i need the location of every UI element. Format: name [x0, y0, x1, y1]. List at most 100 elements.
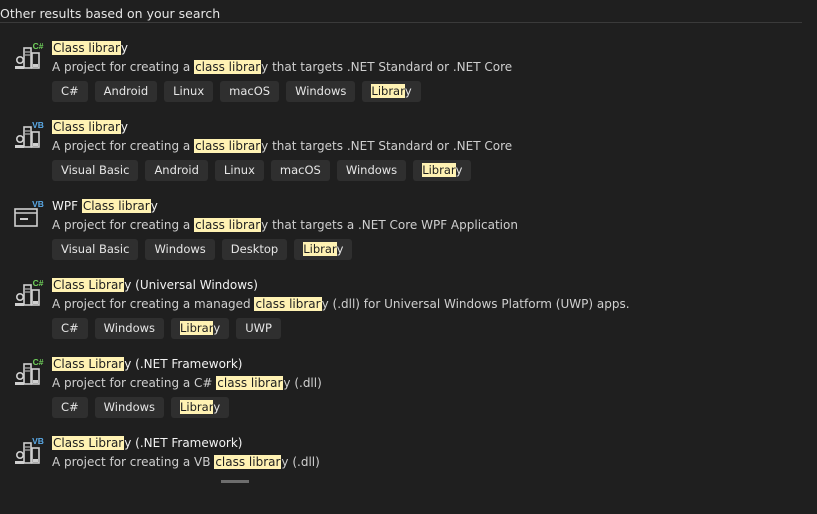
language-badge: C# [33, 279, 44, 288]
search-results-header: Other results based on your search [0, 0, 802, 23]
result-description-text: y (.dll) for Universal Windows Platform … [321, 297, 630, 311]
tag: Desktop [221, 239, 288, 260]
result-description-highlight: class librar [214, 455, 282, 469]
tag-library-highlight: Librar [180, 321, 214, 335]
tag: macOS [270, 160, 330, 181]
result-description-highlight: class librar [194, 139, 262, 153]
result-description-text: A project for creating a [52, 60, 195, 74]
tag-library-text: y [404, 84, 412, 98]
result-title[interactable]: Class library [52, 120, 128, 134]
tag: Visual Basic [52, 160, 139, 181]
class-library-icon: C# [13, 278, 45, 311]
result-item[interactable]: C# Class Library (.NET Framework) A projec… [0, 356, 817, 435]
class-library-icon: C# [13, 41, 45, 74]
result-title[interactable]: Class Library (.NET Framework) [52, 357, 242, 371]
result-description: A project for creating a class library t… [52, 139, 512, 153]
result-description-text: A project for creating a C# [52, 376, 217, 390]
tag-library-highlight: Librar [303, 242, 337, 256]
tag: Android [94, 81, 158, 102]
result-title-highlight: Class librar [52, 120, 121, 134]
language-badge: C# [33, 358, 44, 367]
tag: UWP [236, 318, 281, 339]
tag: Windows [286, 81, 356, 102]
language-badge: VB [32, 437, 44, 446]
result-item[interactable]: C# Class Library (Universal Windows) A pro… [0, 277, 817, 356]
result-title-highlight: Class librar [81, 199, 151, 213]
tag: Linux [214, 160, 264, 181]
tag-library-highlight: Librar [371, 84, 405, 98]
result-title[interactable]: Class Library (Universal Windows) [52, 278, 258, 292]
result-description: A project for creating a class library t… [52, 60, 512, 74]
tag: macOS [220, 81, 280, 102]
tag-library-text: y [455, 163, 463, 177]
result-description-text: y that targets a .NET Core WPF Applicati… [261, 218, 518, 232]
result-title[interactable]: Class Library (.NET Framework) [52, 436, 242, 450]
tag: Windows [94, 318, 165, 339]
result-description-text: A project for creating a [52, 218, 195, 232]
result-title[interactable]: Class library [52, 41, 128, 55]
tag: Windows [336, 160, 407, 181]
result-title-text: WPF [52, 199, 82, 213]
result-title-text: y [120, 120, 128, 134]
result-description-text: A project for creating a VB [52, 455, 215, 469]
result-title[interactable]: WPF Class library [52, 199, 158, 213]
tag-library-highlight: Librar [180, 400, 214, 414]
wpf-library-icon: VB [13, 199, 45, 232]
result-description-text: A project for creating a [52, 139, 195, 153]
tag-library: Library [171, 397, 230, 418]
class-library-icon: VB [13, 436, 45, 469]
result-title-text: y (.NET Framework) [124, 436, 243, 450]
result-description-highlight: class librar [216, 376, 284, 390]
result-title-text: y (Universal Windows) [124, 278, 258, 292]
tag: Windows [94, 397, 165, 418]
tag-library-highlight: Librar [422, 163, 456, 177]
result-description-highlight: class librar [194, 218, 262, 232]
tag-list: Visual Basic Android Linux macOS Windows Libr… [52, 160, 472, 181]
section-title: Other results based on your search [0, 6, 221, 21]
result-title-highlight: Class Librar [52, 278, 125, 292]
tag: Android [145, 160, 208, 181]
result-description: A project for creating a managed class l… [52, 297, 630, 311]
result-description-text: y that targets .NET Standard or .NET Cor… [261, 60, 513, 74]
result-description-highlight: class librar [194, 60, 262, 74]
result-description-text: A project for creating a managed [52, 297, 255, 311]
tag-list: C# Windows Library UWP [52, 318, 281, 339]
tag: C# [52, 81, 88, 102]
language-badge: C# [33, 42, 44, 51]
tag-library-text: y [213, 321, 221, 335]
tag-library: Library [171, 318, 230, 339]
tag: Linux [164, 81, 214, 102]
result-description-highlight: class librar [254, 297, 322, 311]
tag: Visual Basic [52, 239, 139, 260]
tag-list: C# Windows Library [52, 397, 230, 418]
tag-list: C# Android Linux macOS Windows Library [52, 81, 421, 102]
tag: C# [52, 318, 88, 339]
result-item[interactable]: VB Class Library (.NET Framework) A projec… [0, 435, 817, 514]
result-title-highlight: Class Librar [52, 357, 125, 371]
result-title-text: y [150, 199, 158, 213]
result-description: A project for creating a VB class librar… [52, 455, 320, 469]
result-title-text: y [120, 41, 128, 55]
result-description-text: y (.dll) [281, 455, 320, 469]
tag-library: Library [362, 81, 421, 102]
tag-library-text: y [213, 400, 221, 414]
result-description-text: y (.dll) [283, 376, 322, 390]
language-badge: VB [32, 121, 44, 130]
tag-library: Library [294, 239, 353, 260]
horizontal-scroll-thumb[interactable] [221, 480, 249, 483]
class-library-icon: C# [13, 357, 45, 390]
result-title-highlight: Class librar [52, 41, 121, 55]
result-item[interactable]: VB WPF Class library A project for creatin… [0, 198, 817, 277]
result-description: A project for creating a C# class librar… [52, 376, 322, 390]
result-description-text: y that targets .NET Standard or .NET Cor… [261, 139, 513, 153]
result-title-text: y (.NET Framework) [124, 357, 243, 371]
result-description: A project for creating a class library t… [52, 218, 518, 232]
tag-library: Library [413, 160, 472, 181]
tag: C# [52, 397, 88, 418]
class-library-icon: VB [13, 120, 45, 153]
language-badge: VB [32, 200, 44, 209]
result-title-highlight: Class Librar [52, 436, 125, 450]
